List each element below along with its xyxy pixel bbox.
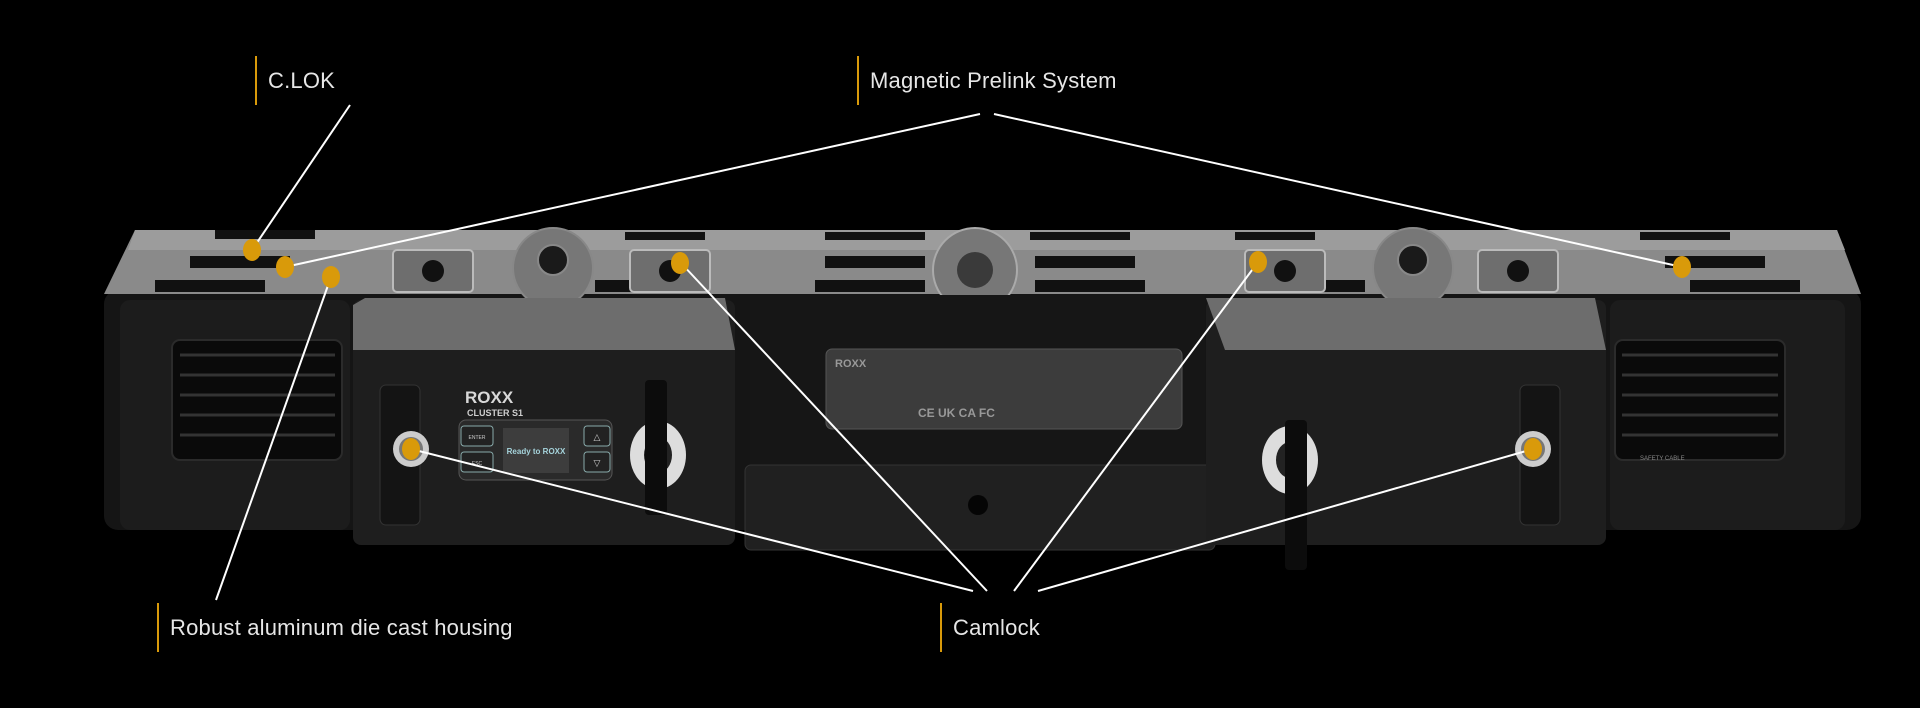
up-button: △ xyxy=(594,433,601,443)
callout-housing: Robust aluminum die cast housing xyxy=(157,603,513,652)
brand-logo: ROXX xyxy=(465,388,514,407)
certification-marks: CE UK CA FC xyxy=(918,406,995,420)
leader-camlock-2 xyxy=(680,262,988,592)
callout-camlock: Camlock xyxy=(940,603,1040,652)
callout-label: Magnetic Prelink System xyxy=(870,67,1117,93)
control-panel xyxy=(458,419,613,481)
model-name: CLUSTER S1 xyxy=(467,408,523,418)
down-button: ▽ xyxy=(594,459,601,469)
hotspot-housing[interactable] xyxy=(322,266,340,288)
hotspot-magnetic-left[interactable] xyxy=(276,256,294,278)
hotspot-camlock-1[interactable] xyxy=(402,438,420,460)
hotspot-dots xyxy=(243,239,1691,460)
center-spigot xyxy=(932,227,1018,313)
leader-clok xyxy=(251,104,351,251)
hotspot-clok[interactable] xyxy=(243,239,261,261)
leader-magnetic-right xyxy=(993,113,1683,268)
callout-label: C.LOK xyxy=(268,67,336,93)
leader-lines xyxy=(215,104,1683,601)
callout-label: Robust aluminum die cast housing xyxy=(170,614,513,640)
enter-button: ENTER xyxy=(469,435,486,441)
esc-button: ESC xyxy=(472,461,483,467)
hotspot-camlock-4[interactable] xyxy=(1524,438,1542,460)
hotspot-magnetic-right[interactable] xyxy=(1673,256,1691,278)
middle-section xyxy=(744,295,1216,551)
leader-camlock-3 xyxy=(1013,261,1259,592)
leader-camlock-4 xyxy=(1037,448,1534,592)
leader-camlock-1 xyxy=(410,448,974,592)
display-text: Ready to ROXX xyxy=(507,447,566,456)
callout-label: Camlock xyxy=(953,614,1040,640)
leader-housing xyxy=(215,276,332,601)
hotspot-camlock-2[interactable] xyxy=(671,252,689,274)
callout-magnetic-prelink: Magnetic Prelink System xyxy=(857,56,1117,105)
hotspot-camlock-3[interactable] xyxy=(1249,251,1267,273)
safety-cable-tag: SAFETY CABLE xyxy=(1640,456,1685,462)
callout-clok: C.LOK xyxy=(255,56,335,105)
leader-magnetic-left xyxy=(284,113,981,268)
spec-label-brand: ROXX xyxy=(835,358,867,370)
right-module xyxy=(1206,298,1606,570)
